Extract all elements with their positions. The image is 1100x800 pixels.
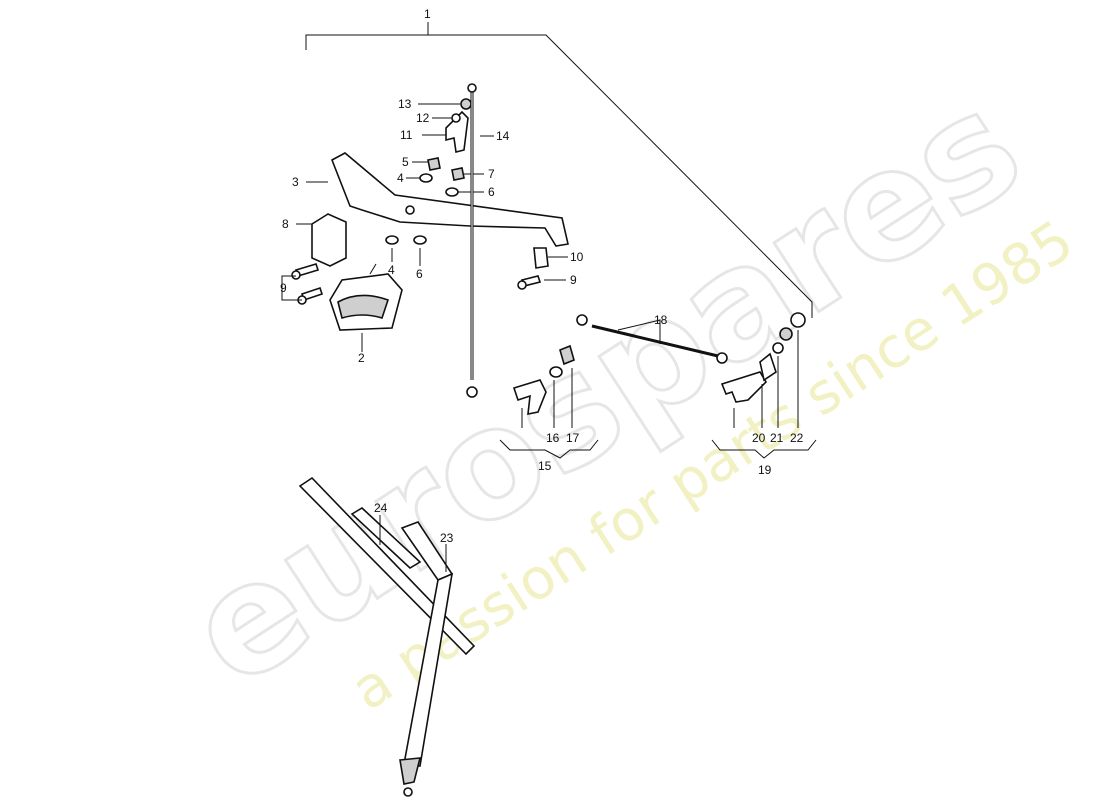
callout-23: 23	[440, 531, 454, 545]
callout-14: 14	[496, 129, 510, 143]
linkage-arm	[418, 98, 472, 153]
wiper-motor	[329, 263, 403, 352]
bolts-left	[281, 263, 324, 305]
clip-and-bolt	[517, 247, 568, 290]
washers-lower	[385, 235, 427, 266]
callout-6-lower: 6	[416, 267, 423, 281]
callout-7: 7	[488, 167, 495, 181]
callout-10: 10	[570, 250, 584, 264]
callout-17: 17	[566, 431, 580, 445]
upper-fasteners	[406, 157, 484, 197]
wiper-blade-and-arm	[298, 476, 476, 797]
callout-5: 5	[402, 155, 409, 169]
assembly-bracket	[305, 22, 813, 318]
callout-19: 19	[758, 463, 772, 477]
callout-16: 16	[546, 431, 560, 445]
crank-assembly-15	[499, 344, 599, 459]
callout-6-upper: 6	[488, 185, 495, 199]
callout-13: 13	[398, 97, 412, 111]
callout-22: 22	[790, 431, 804, 445]
callout-18: 18	[654, 313, 668, 327]
callout-8: 8	[282, 217, 289, 231]
side-bracket	[296, 213, 347, 267]
cable	[466, 83, 494, 398]
callout-2: 2	[358, 351, 365, 365]
callout-9-left: 9	[280, 281, 287, 295]
callout-20: 20	[752, 431, 766, 445]
callout-15: 15	[538, 459, 552, 473]
callout-11: 11	[400, 128, 413, 142]
callout-1: 1	[424, 7, 431, 21]
watermark-brand: eurospares	[160, 58, 1050, 720]
callout-3: 3	[292, 175, 299, 189]
callout-9-right: 9	[570, 273, 577, 287]
watermark: eurospares a passion for parts since 198…	[158, 57, 1085, 724]
callout-4-lower: 4	[388, 263, 395, 277]
link-rod	[576, 314, 728, 364]
callout-4-upper: 4	[397, 171, 404, 185]
callout-21: 21	[770, 431, 784, 445]
mounting-bracket	[306, 152, 569, 247]
callout-labels: 1 2 3 4 4 5 6 6 7 8 9 9 10 11 12 13 14 1…	[280, 7, 804, 545]
callout-24: 24	[374, 501, 388, 515]
callout-12: 12	[416, 111, 430, 125]
crank-assembly-19	[711, 312, 817, 459]
